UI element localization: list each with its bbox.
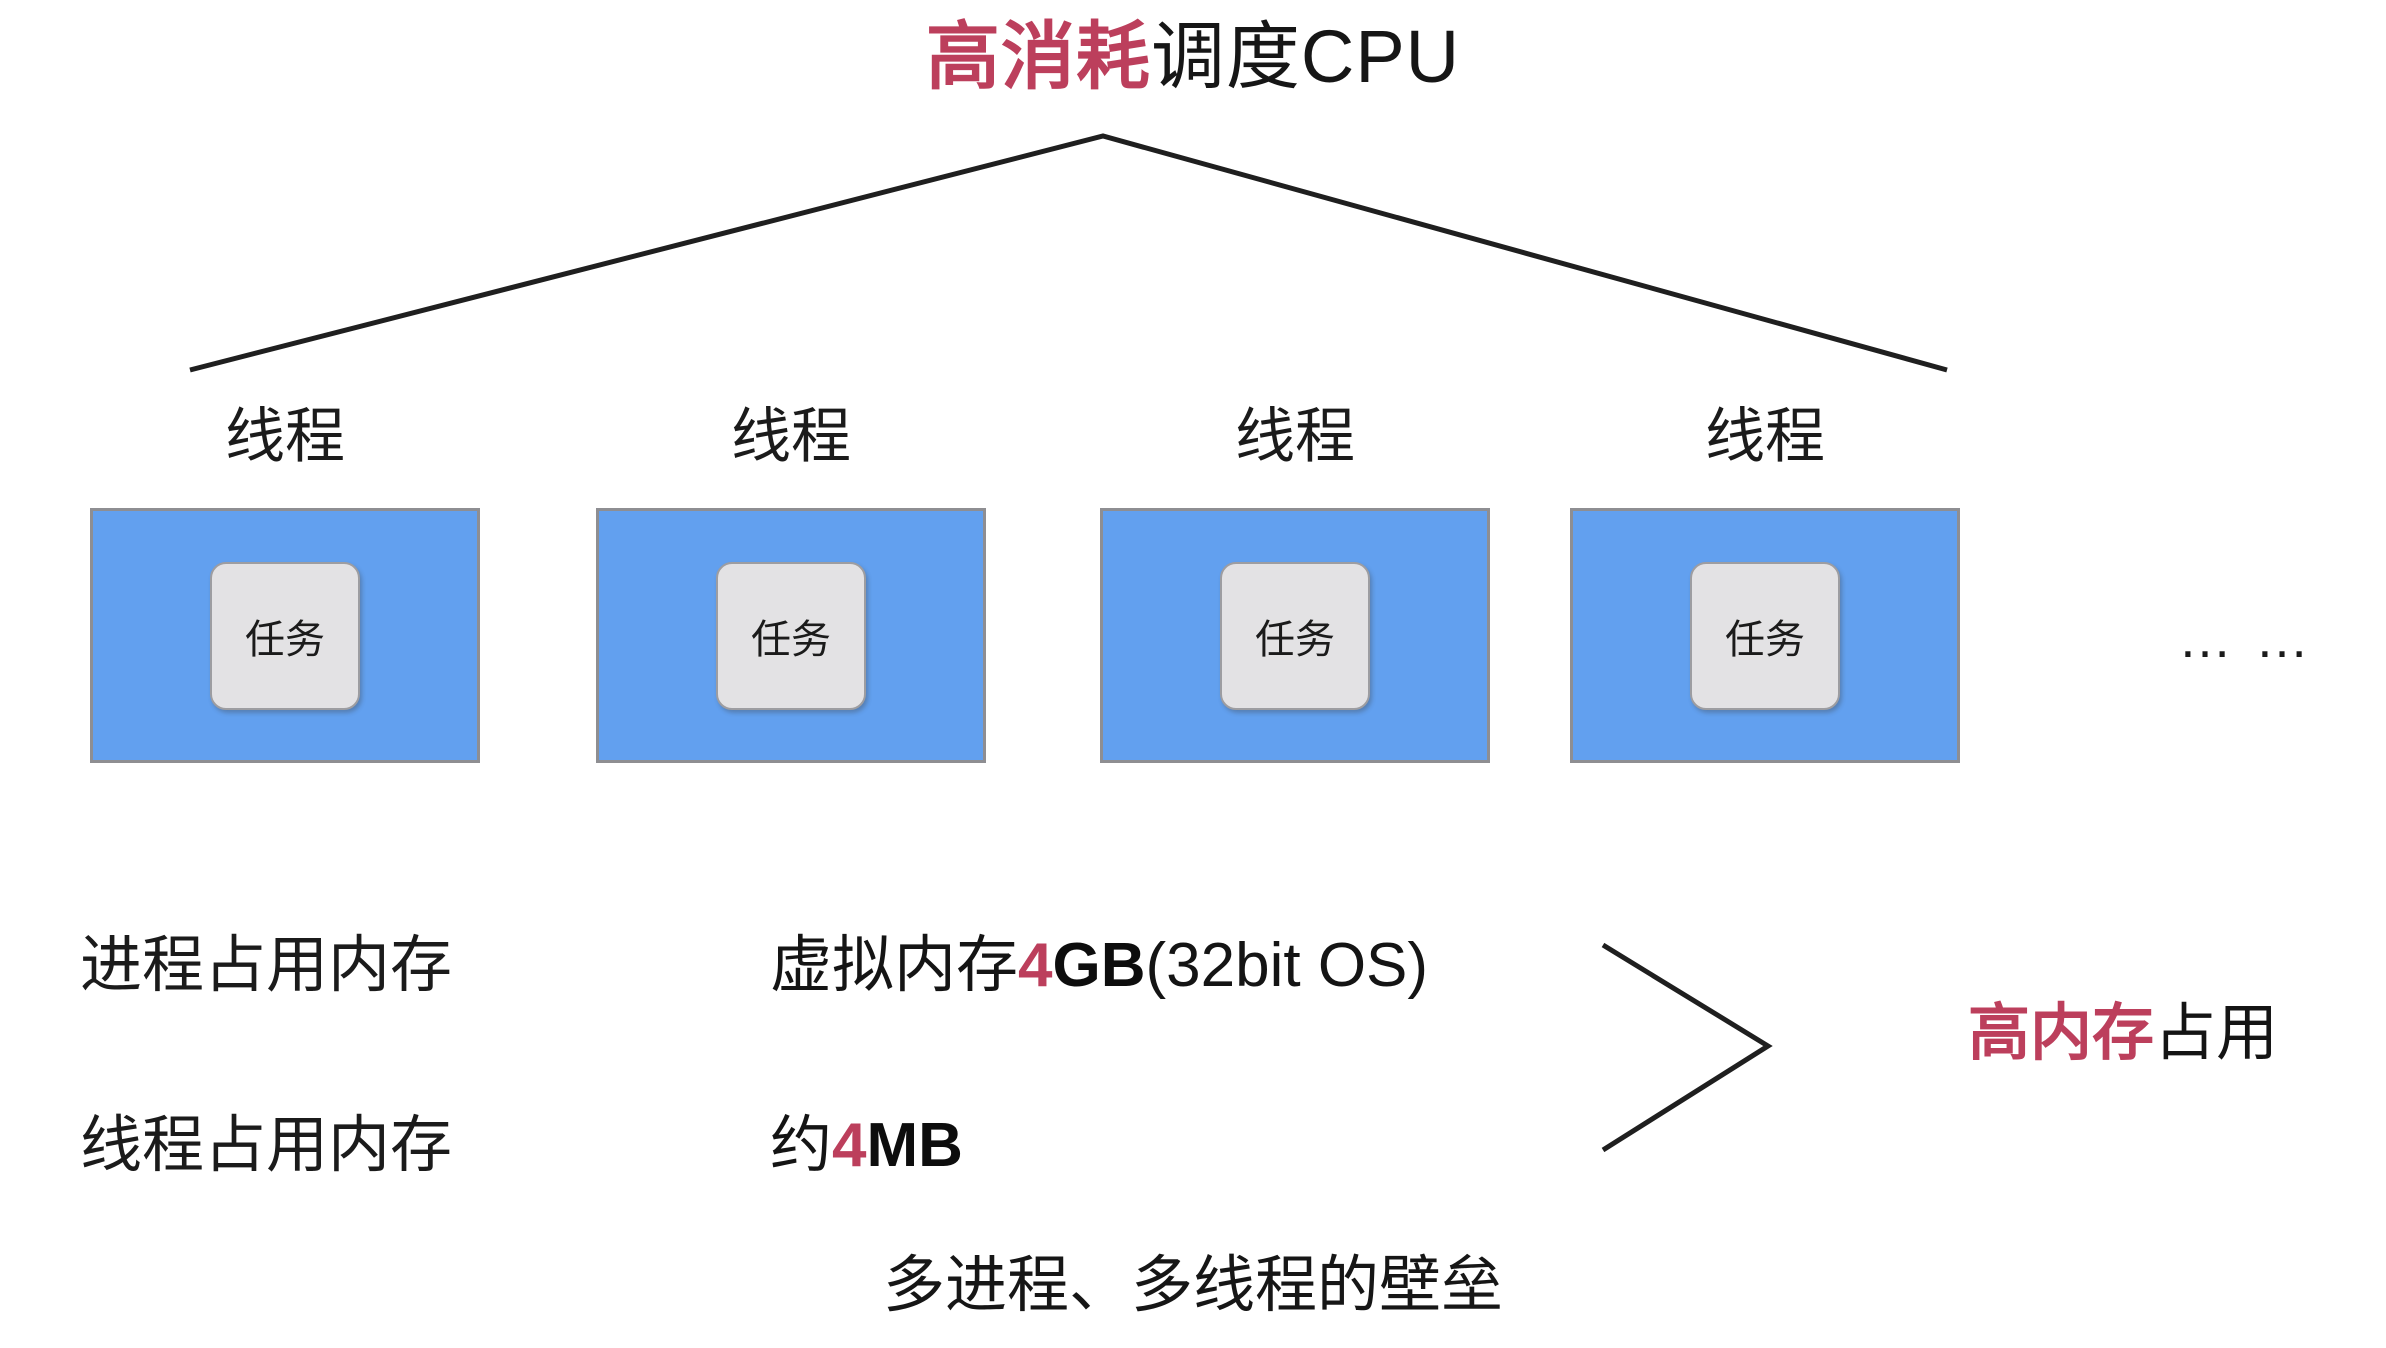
thread-box-1: 任务	[90, 508, 480, 763]
thread-memory-label: 线程占用内存	[80, 1111, 453, 1180]
process-memory-prefix: 虚拟内存	[770, 931, 1019, 1000]
page-title-rest: 调度CPU	[1150, 15, 1461, 98]
thread-memory-unit: MB	[866, 1111, 963, 1180]
thread-box-4: 任务	[1570, 508, 1960, 763]
footer-caption: 多进程、多线程的壁垒	[882, 1251, 1503, 1320]
thread-label-2: 线程	[731, 403, 851, 470]
thread-label-1: 线程	[225, 403, 345, 470]
thread-memory-number: 4	[832, 1111, 867, 1180]
page-title: 高消耗调度CPU	[0, 15, 2386, 98]
page-title-highlight: 高消耗	[925, 15, 1151, 98]
connector-inverted-v	[189, 133, 1948, 373]
task-box-3: 任务	[1220, 561, 1370, 710]
process-memory-number: 4	[1018, 931, 1053, 1000]
task-box-4: 任务	[1690, 561, 1840, 710]
task-box-1: 任务	[210, 561, 360, 710]
ellipsis-indicator: … …	[2178, 609, 2314, 669]
process-memory-label: 进程占用内存	[80, 931, 453, 1000]
process-memory-suffix: (32bit OS)	[1145, 931, 1429, 1000]
thread-memory-value: 约4MB	[770, 1111, 963, 1180]
thread-memory-prefix: 约	[770, 1111, 833, 1180]
thread-box-3: 任务	[1100, 508, 1490, 763]
thread-label-4: 线程	[1705, 403, 1825, 470]
conclusion-text: 高内存占用	[1968, 999, 2279, 1068]
thread-label-3: 线程	[1235, 403, 1355, 470]
conclusion-highlight: 高内存	[1968, 999, 2155, 1068]
conclusion-rest: 占用	[2154, 999, 2279, 1068]
task-box-2: 任务	[716, 561, 866, 710]
thread-box-2: 任务	[596, 508, 986, 763]
chevron-right-icon	[1601, 942, 1773, 1153]
process-memory-unit: GB	[1052, 931, 1146, 1000]
process-memory-value: 虚拟内存4GB(32bit OS)	[770, 931, 1429, 1000]
